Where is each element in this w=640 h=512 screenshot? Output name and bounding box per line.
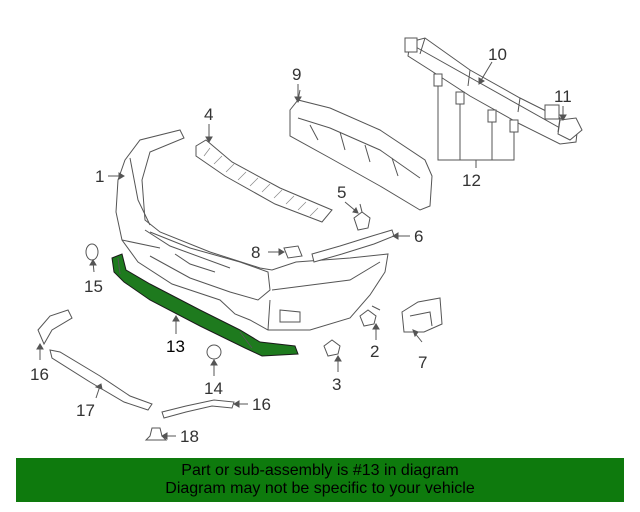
callout-14: 14 — [204, 379, 223, 398]
part-18-clip — [144, 427, 168, 441]
callout-10: 10 — [488, 45, 507, 64]
info-banner: Part or sub-assembly is #13 in diagram D… — [16, 458, 624, 502]
parts-diagram: 1 2 3 4 5 6 7 8 9 10 11 12 13 14 15 16 1… — [30, 37, 583, 446]
part-14-plug — [206, 344, 222, 360]
banner-line-part-info: Part or sub-assembly is #13 in diagram — [181, 462, 459, 479]
part-4-step-pad — [195, 139, 333, 223]
part-15-grommet — [85, 243, 99, 261]
callout-13: 13 — [166, 337, 185, 356]
callout-16-right: 16 — [252, 395, 271, 414]
callout-2: 2 — [370, 342, 379, 361]
part-3-bolt — [323, 339, 341, 357]
callout-8: 8 — [251, 243, 260, 262]
callout-11: 11 — [554, 87, 572, 106]
part-16-right-strip — [161, 399, 235, 419]
callout-17: 17 — [76, 401, 95, 420]
callout-5: 5 — [337, 183, 346, 202]
part-16-left-bracket — [37, 309, 73, 346]
callout-7: 7 — [418, 353, 427, 372]
part-10-reinforcement-beam — [404, 37, 579, 145]
callout-9: 9 — [292, 65, 301, 84]
callout-12: 12 — [462, 171, 481, 190]
callout-3: 3 — [332, 375, 341, 394]
callout-6: 6 — [414, 227, 423, 246]
leader-lines — [36, 61, 567, 440]
callout-1: 1 — [95, 167, 104, 186]
part-13-lower-bumper-support — [111, 253, 299, 357]
banner-line-disclaimer: Diagram may not be specific to your vehi… — [165, 480, 475, 497]
part-9-energy-absorber — [289, 89, 433, 211]
callout-4: 4 — [204, 105, 213, 124]
part-8-clip — [283, 245, 303, 259]
part-5-bolt — [353, 203, 371, 231]
part-7-bracket — [401, 297, 443, 333]
part-2-bolt — [359, 305, 381, 327]
callout-18: 18 — [180, 427, 199, 446]
callout-16-left: 16 — [30, 365, 49, 384]
callout-15: 15 — [84, 277, 103, 296]
callout-labels: 1 2 3 4 5 6 7 8 9 10 11 12 13 14 15 16 1… — [30, 45, 572, 446]
part-1-bumper-cover — [115, 129, 389, 331]
part-17-lower-trim — [49, 349, 153, 411]
part-11-bracket — [557, 117, 583, 141]
